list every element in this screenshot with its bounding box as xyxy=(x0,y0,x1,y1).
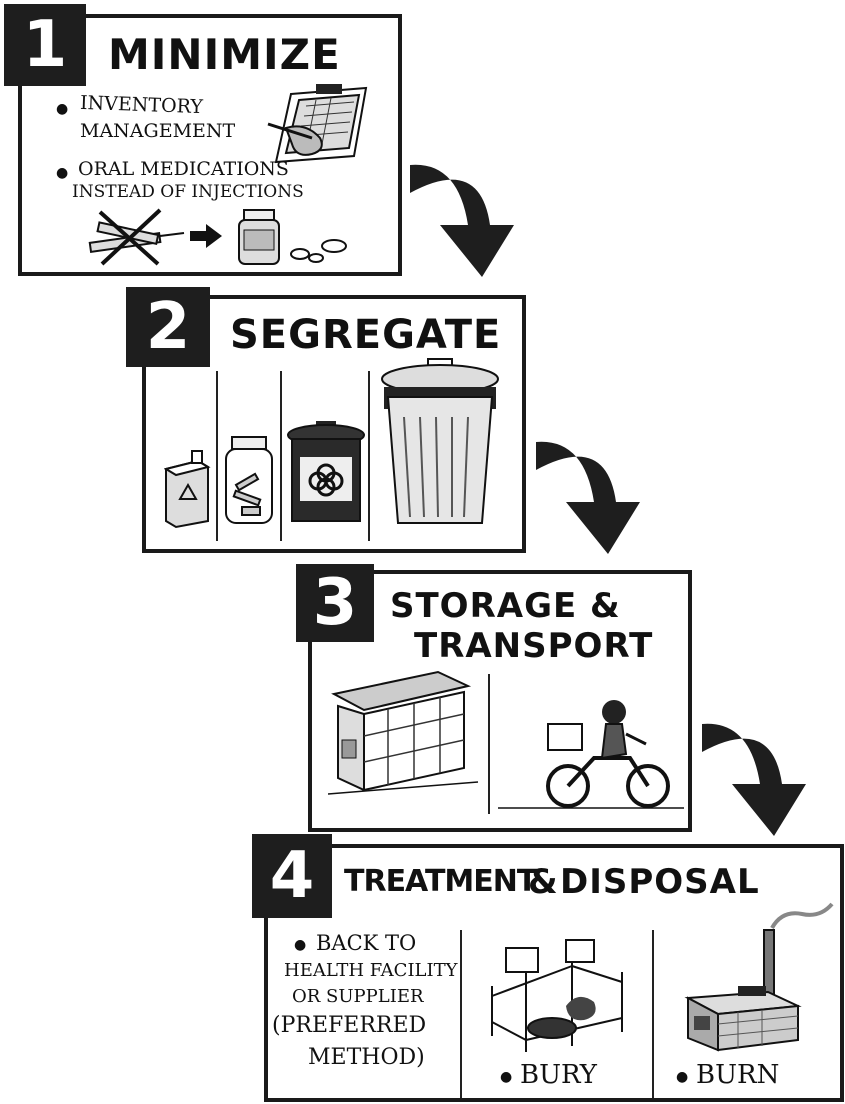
oral-medications-text: ORAL MEDICATIONS xyxy=(78,158,289,180)
glass-jar-icon xyxy=(225,436,273,524)
crossed-syringes-icon xyxy=(88,208,185,266)
divider xyxy=(460,930,462,1098)
step-2-number: 2 xyxy=(126,287,210,367)
back-to-text: BACK TO xyxy=(316,931,417,955)
step-2-title: SEGREGATE xyxy=(230,312,502,358)
storage-shed-icon xyxy=(328,670,479,795)
divider xyxy=(368,371,370,541)
bullet-2: ● xyxy=(56,165,69,181)
preferred-text: (PREFERRED xyxy=(272,1013,427,1038)
step-4-title-treatment: TREATMENT xyxy=(344,864,537,899)
method-text: METHOD) xyxy=(308,1045,425,1070)
pill-bottle-icon xyxy=(238,209,280,265)
divider xyxy=(216,371,218,541)
step-4-panel: ● BACK TO HEALTH FACILITY OR SUPPLIER (P… xyxy=(264,844,844,1102)
step-4-title-amp: & xyxy=(528,862,559,902)
trash-can-icon xyxy=(381,358,499,524)
motorbike-icon xyxy=(498,700,684,809)
bullet-burn: ● xyxy=(676,1069,689,1085)
bullet-bury: ● xyxy=(500,1069,513,1085)
curved-arrow-icon xyxy=(536,441,640,554)
instead-of-injections-text: INSTEAD OF INJECTIONS xyxy=(72,182,304,202)
step-3-title-line2: TRANSPORT xyxy=(414,626,654,666)
step-1-title: MINIMIZE xyxy=(108,30,341,79)
small-arrow-icon xyxy=(190,224,222,248)
divider xyxy=(280,371,282,541)
management-text: MANAGEMENT xyxy=(80,120,236,142)
clipboard-icon xyxy=(267,84,368,164)
step-3-title-line1: STORAGE & xyxy=(390,586,621,626)
step-1-number: 1 xyxy=(4,4,86,86)
bury-text: BURY xyxy=(520,1060,597,1090)
step-1-panel: ● INVENTORY MANAGEMENT ● ORAL MEDICATION… xyxy=(18,14,402,276)
curved-arrow-icon xyxy=(410,164,514,277)
biohazard-bin-icon xyxy=(287,421,365,522)
bullet-1: ● xyxy=(56,101,69,117)
divider xyxy=(488,674,490,814)
sharps-box-icon xyxy=(164,450,211,529)
bullet-back: ● xyxy=(294,937,307,953)
health-facility-text: HEALTH FACILITY xyxy=(284,960,458,981)
incinerator-icon xyxy=(684,902,834,1052)
or-supplier-text: OR SUPPLIER xyxy=(292,986,424,1007)
inventory-text: INVENTORY xyxy=(79,91,204,119)
curved-arrow-icon xyxy=(702,723,806,836)
step-4-number: 4 xyxy=(252,834,332,918)
step-3-number: 3 xyxy=(296,564,374,642)
step-4-title-disposal: DISPOSAL xyxy=(560,862,760,902)
burial-pit-icon xyxy=(491,939,623,1052)
divider xyxy=(652,930,654,1098)
burn-text: BURN xyxy=(696,1060,780,1090)
tablets-icon xyxy=(290,239,347,263)
